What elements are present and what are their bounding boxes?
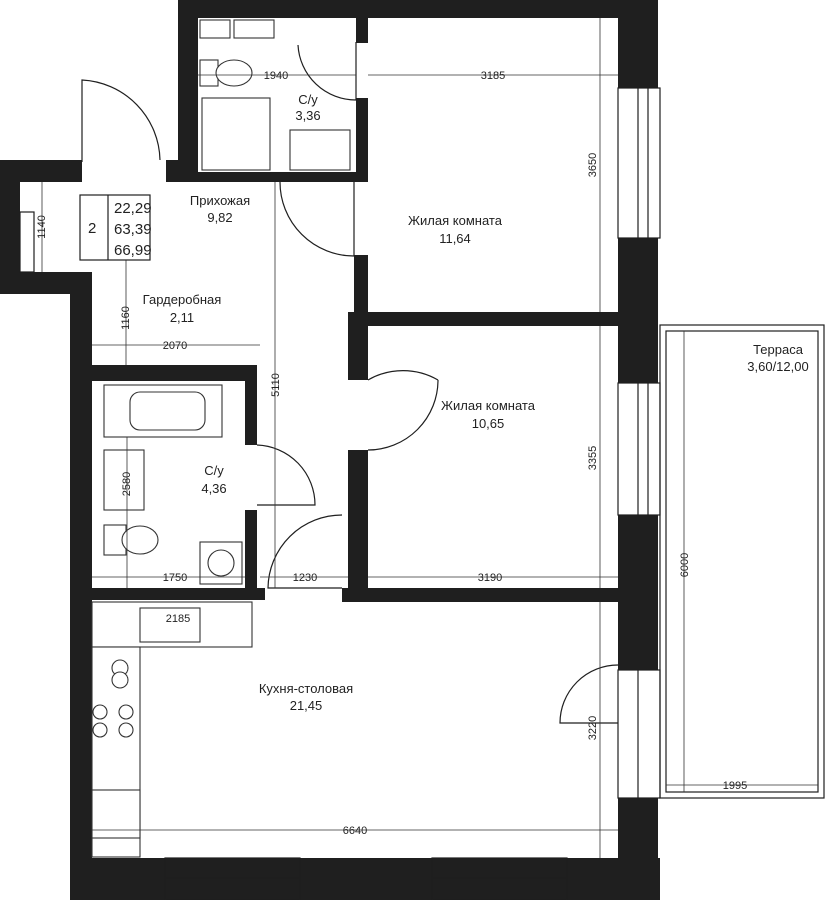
room-name-terrace: Терраса xyxy=(753,342,804,357)
window-room2 xyxy=(617,382,661,516)
dim-3185: 3185 xyxy=(481,70,505,82)
wall-bath-mid-right-top xyxy=(245,365,257,445)
summary-rooms-count: 2 xyxy=(88,220,96,237)
kitchen-sink-icon xyxy=(139,607,201,643)
windows xyxy=(19,87,661,900)
window-kitchen-door xyxy=(617,669,661,799)
wall-room2-left-top xyxy=(348,312,368,380)
bathtub-inner xyxy=(129,391,206,431)
terrace xyxy=(659,324,825,799)
dim-1230: 1230 xyxy=(293,572,317,584)
dim-1160: 1160 xyxy=(120,306,132,330)
window-room1 xyxy=(617,87,661,239)
walls xyxy=(0,0,660,900)
wall-bath-left xyxy=(178,0,198,160)
wall-entry-top xyxy=(0,160,82,182)
wall-left xyxy=(70,285,92,900)
dim-3355: 3355 xyxy=(587,446,599,470)
bath-sink-icon xyxy=(103,449,145,511)
dim-5110: 5110 xyxy=(270,373,282,397)
room2-door-arc xyxy=(367,370,439,381)
wall-bath-mid-top xyxy=(92,365,257,381)
wall-bath-top-right xyxy=(356,18,368,43)
room-name-hall: Прихожая xyxy=(190,193,250,208)
dim-1995: 1995 xyxy=(723,780,747,792)
room-area-kitchen: 21,45 xyxy=(290,698,323,713)
room-area-living-2: 10,65 xyxy=(472,416,505,431)
wall-kitchen-top xyxy=(342,588,618,602)
room-name-wardrobe: Гардеробная xyxy=(143,292,222,307)
sink-icon xyxy=(289,129,351,171)
entry-door xyxy=(81,79,161,162)
bath-top-door xyxy=(297,42,357,101)
wall-entry-left xyxy=(0,160,20,285)
room-name-living-1: Жилая комната xyxy=(408,213,503,228)
dim-3650: 3650 xyxy=(587,153,599,177)
dim-6640: 6640 xyxy=(343,825,367,837)
room-name-kitchen: Кухня-столовая xyxy=(259,681,353,696)
wall-room2-left-bottom xyxy=(348,450,368,598)
dim-1140: 1140 xyxy=(36,215,48,239)
bath-mid-door xyxy=(256,444,316,506)
dim-3220: 3220 xyxy=(587,716,599,740)
bath-toilet-icon xyxy=(121,525,159,555)
top-cabinet-2 xyxy=(233,19,275,39)
wall-bottom xyxy=(70,858,660,900)
doors xyxy=(81,42,619,724)
room-name-bath-mid: С/у xyxy=(204,463,224,478)
room-name-living-2: Жилая комната xyxy=(441,398,536,413)
terrace-inner xyxy=(665,330,819,793)
terrace-door xyxy=(559,664,619,724)
wall-right-mid2 xyxy=(618,515,658,670)
window-kitchen-left xyxy=(164,857,301,900)
summary-area-total: 63,39 xyxy=(114,221,152,238)
dimension-labels: 1940 3185 3650 1140 1160 2070 5110 3355 … xyxy=(36,70,747,837)
wall-bath-corner xyxy=(166,160,198,182)
room-area-living-1: 11,64 xyxy=(439,231,471,246)
wall-bath-mid-bottom xyxy=(92,588,265,600)
wall-room1-left xyxy=(354,255,368,315)
dim-6000: 6000 xyxy=(679,553,691,577)
window-entry xyxy=(19,211,35,273)
wall-bath-right xyxy=(356,98,368,180)
wall-bath-mid-right-bottom xyxy=(245,510,257,600)
room-area-bath-mid: 4,36 xyxy=(201,481,226,496)
wall-entry-bottom xyxy=(0,272,92,294)
fixtures xyxy=(91,19,351,858)
window-kitchen-right xyxy=(431,857,568,900)
fridge-icon xyxy=(91,789,141,839)
room-area-terrace: 3,60/12,00 xyxy=(747,359,808,374)
room2-door xyxy=(367,379,439,451)
room-labels: С/у 3,36 Прихожая 9,82 Жилая комната 11,… xyxy=(143,92,809,713)
top-cabinet-1 xyxy=(199,19,231,39)
summary-area-living: 22,29 xyxy=(114,200,152,217)
kitchen-door xyxy=(267,514,343,589)
dimension-lines xyxy=(41,18,818,858)
summary-box xyxy=(79,194,151,261)
room-name-bath-top: С/у xyxy=(298,92,318,107)
dim-2070: 2070 xyxy=(163,340,187,352)
summary-table: 2 22,29 63,39 66,99 xyxy=(79,194,152,261)
summary-area-with-terrace: 66,99 xyxy=(114,242,152,259)
dim-1750: 1750 xyxy=(163,572,187,584)
dim-2580: 2580 xyxy=(121,472,133,496)
wall-right-mid1 xyxy=(618,238,658,383)
wall-top xyxy=(178,0,640,18)
dim-1940: 1940 xyxy=(264,70,288,82)
dim-3190: 3190 xyxy=(478,572,502,584)
shower-icon xyxy=(201,97,271,171)
room-area-bath-top: 3,36 xyxy=(295,108,320,123)
toilet-icon xyxy=(215,59,253,87)
toilet-tank-icon xyxy=(199,59,219,87)
wall-right-top xyxy=(618,0,658,88)
terrace-outline xyxy=(659,324,825,799)
dim-2185: 2185 xyxy=(166,613,190,625)
room-area-hall: 9,82 xyxy=(207,210,232,225)
room1-door xyxy=(279,181,355,257)
room-area-wardrobe: 2,11 xyxy=(170,310,194,325)
wall-bath-bottom xyxy=(198,172,368,182)
wall-room-divider xyxy=(354,312,618,326)
